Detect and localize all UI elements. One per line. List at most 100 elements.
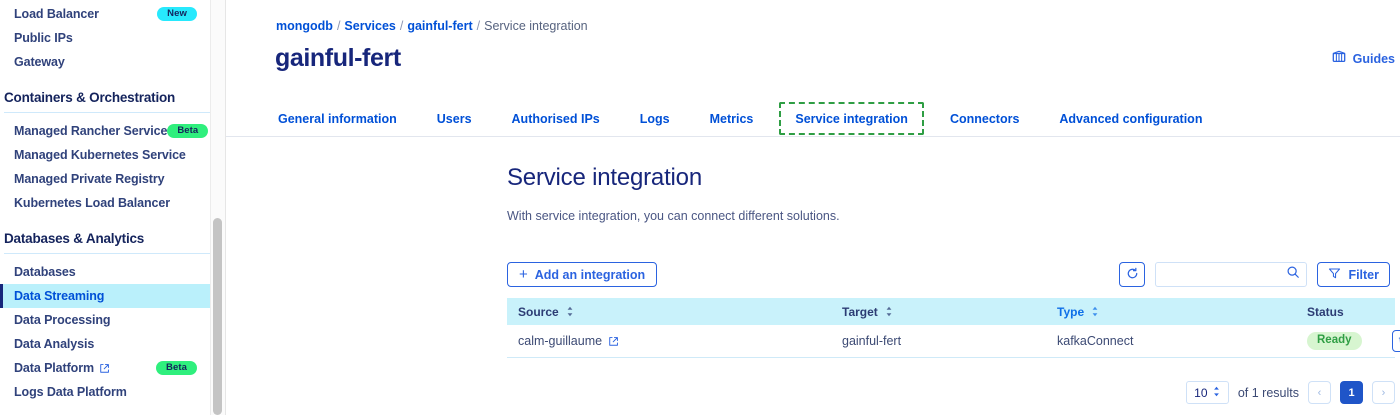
tab-label: Connectors xyxy=(949,111,1020,126)
prev-page-button[interactable]: ‹ xyxy=(1308,381,1331,404)
sidebar-item-label: Data Platform xyxy=(14,361,94,375)
sidebar-divider xyxy=(4,112,215,113)
sidebar-item-kubernetes-load-balancer[interactable]: Kubernetes Load Balancer xyxy=(0,191,225,215)
source-link[interactable]: calm-guillaume xyxy=(518,334,603,348)
filter-label: Filter xyxy=(1348,267,1379,282)
search-input[interactable] xyxy=(1164,267,1287,282)
breadcrumb-separator: / xyxy=(336,19,341,33)
page-title: gainful-fert xyxy=(275,44,401,72)
sidebar-item-data-streaming[interactable]: Data Streaming xyxy=(0,284,225,308)
cell-source: calm-guillaume xyxy=(507,334,842,348)
sidebar-section-title: Databases & Analytics xyxy=(4,230,145,246)
tab-general-information[interactable]: General information xyxy=(264,101,411,136)
cell-target: gainful-fert xyxy=(842,334,902,348)
section-description: With service integration, you can connec… xyxy=(507,209,840,223)
add-integration-label: Add an integration xyxy=(534,267,646,282)
sidebar-item-label: Load Balancer xyxy=(14,7,99,21)
sidebar-item-gateway[interactable]: Gateway xyxy=(0,50,225,74)
sort-icon[interactable] xyxy=(1091,306,1099,317)
table-header-source[interactable]: Source xyxy=(507,305,842,319)
tab-advanced-configuration[interactable]: Advanced configuration xyxy=(1045,101,1216,136)
sidebar-item-logs-data-platform[interactable]: Logs Data Platform xyxy=(0,380,225,404)
table-toolbar: + Add an integration xyxy=(507,262,1395,287)
sidebar-item-label: Databases xyxy=(14,265,76,279)
sidebar-spacer xyxy=(0,215,225,227)
table-header-label: Status xyxy=(1307,304,1344,319)
tab-service-integration[interactable]: Service integration xyxy=(779,102,924,135)
sidebar-item-data-platform[interactable]: Data Platform Beta xyxy=(0,356,225,380)
trash-icon xyxy=(1397,335,1400,347)
table-header-target[interactable]: Target xyxy=(842,305,1057,319)
table-header-label: Source xyxy=(518,304,559,319)
add-integration-button[interactable]: + Add an integration xyxy=(507,262,658,287)
table-header-type[interactable]: Type xyxy=(1057,305,1307,319)
breadcrumb-item-gainful-fert[interactable]: gainful-fert xyxy=(407,19,473,33)
tab-label: Users xyxy=(436,111,472,126)
external-link-icon[interactable] xyxy=(608,336,619,347)
tab-label: Authorised IPs xyxy=(511,111,600,126)
chevron-left-icon: ‹ xyxy=(1317,386,1322,399)
cell-status: Ready xyxy=(1307,331,1362,351)
sidebar-item-managed-private-registry[interactable]: Managed Private Registry xyxy=(0,167,225,191)
tab-label: Service integration xyxy=(795,111,908,126)
sidebar-scrollbar-track[interactable] xyxy=(210,0,225,415)
sidebar-item-label: Managed Private Registry xyxy=(14,172,165,186)
sidebar-item-managed-kubernetes-service[interactable]: Managed Kubernetes Service xyxy=(0,143,225,167)
sidebar-item-label: Public IPs xyxy=(14,31,73,45)
sort-icon[interactable] xyxy=(566,306,574,317)
sidebar-item-data-analysis[interactable]: Data Analysis xyxy=(0,332,225,356)
sort-icon[interactable] xyxy=(885,306,893,317)
sidebar-item-label: Kubernetes Load Balancer xyxy=(14,196,170,210)
chevron-right-icon: › xyxy=(1381,386,1386,399)
breadcrumb-item-mongodb[interactable]: mongodb xyxy=(276,19,333,33)
delete-integration-button[interactable] xyxy=(1391,330,1400,352)
plus-icon: + xyxy=(519,266,528,283)
tab-logs[interactable]: Logs xyxy=(626,101,684,136)
tab-users[interactable]: Users xyxy=(423,101,486,136)
tab-connectors[interactable]: Connectors xyxy=(936,101,1033,136)
breadcrumb-item-services[interactable]: Services xyxy=(344,19,396,33)
sidebar-badge-beta: Beta xyxy=(156,360,197,376)
guides-link[interactable]: Guides xyxy=(1332,50,1395,67)
tab-authorised-ips[interactable]: Authorised IPs xyxy=(498,101,614,136)
results-label: of 1 results xyxy=(1237,385,1299,400)
tab-label: Metrics xyxy=(709,111,754,126)
main-content: mongodb/Services/gainful-fert/Service in… xyxy=(225,0,1400,415)
tab-label: Advanced configuration xyxy=(1059,111,1203,126)
table-header-status: Status xyxy=(1307,305,1395,319)
tab-metrics[interactable]: Metrics xyxy=(696,101,768,136)
tab-label: General information xyxy=(278,111,397,126)
page-button-1[interactable]: 1 xyxy=(1340,381,1363,404)
funnel-icon xyxy=(1328,267,1341,283)
page-size-select[interactable]: 10 xyxy=(1185,381,1229,404)
sidebar-scrollbar-thumb[interactable] xyxy=(213,218,222,415)
search-icon[interactable] xyxy=(1286,265,1300,284)
status-badge: Ready xyxy=(1307,331,1362,351)
cell-actions xyxy=(1362,330,1400,352)
sidebar-item-label: Managed Kubernetes Service xyxy=(14,148,186,162)
sidebar-item-label: Logs Data Platform xyxy=(14,385,127,399)
filter-button[interactable]: Filter xyxy=(1317,262,1390,287)
sidebar-item-data-processing[interactable]: Data Processing xyxy=(0,308,225,332)
search-box[interactable] xyxy=(1155,262,1308,287)
breadcrumb-separator: / xyxy=(476,19,481,33)
table-header-label: Target xyxy=(842,304,878,319)
tab-label: Logs xyxy=(639,111,670,126)
chevron-updown-icon xyxy=(1212,386,1221,400)
pagination: 10 of 1 results ‹ 1 › xyxy=(1185,381,1395,404)
sidebar-item-public-ips[interactable]: Public IPs xyxy=(0,26,225,50)
page-size-value: 10 xyxy=(1194,385,1208,400)
refresh-button[interactable] xyxy=(1119,262,1146,287)
sidebar-item-databases[interactable]: Databases xyxy=(0,260,225,284)
next-page-button[interactable]: › xyxy=(1372,381,1395,404)
external-link-icon xyxy=(99,363,110,374)
sidebar-spacer xyxy=(0,74,225,86)
sidebar-item-label: Data Analysis xyxy=(14,337,95,351)
